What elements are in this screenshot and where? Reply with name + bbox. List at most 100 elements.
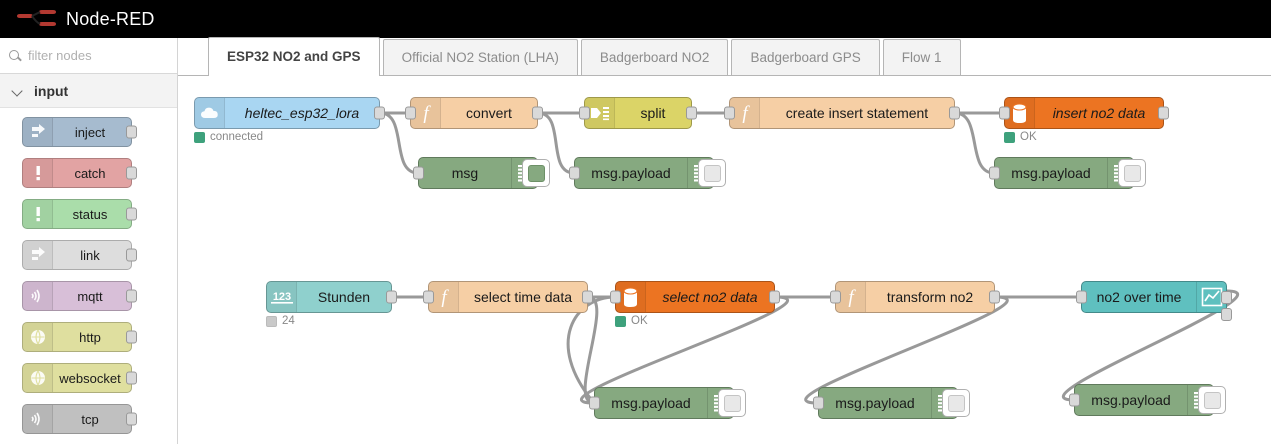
link-arrow-icon xyxy=(23,241,53,269)
node-input-port[interactable] xyxy=(610,290,621,304)
palette-item-list: inject catch status link mqtt http websocket tc… xyxy=(0,108,177,434)
node-input-port[interactable] xyxy=(989,166,1000,180)
number-123-icon: 123 xyxy=(267,282,297,312)
debug-enable-toggle[interactable] xyxy=(942,389,970,417)
flow-node-dbg_msg[interactable]: msg xyxy=(413,157,550,189)
tab-official-no2-station-lha[interactable]: Official NO2 Station (LHA) xyxy=(382,39,578,75)
node-label: Stunden xyxy=(317,289,371,305)
node-label: no2 over time xyxy=(1096,289,1182,305)
database-icon xyxy=(616,282,646,312)
node-input-port[interactable] xyxy=(830,290,841,304)
node-input-port[interactable] xyxy=(405,106,416,120)
node-output-port[interactable] xyxy=(949,106,960,120)
svg-text:123: 123 xyxy=(272,291,290,303)
node-output-port[interactable] xyxy=(1221,308,1232,321)
filter-nodes-input[interactable] xyxy=(28,48,168,63)
flow-node-mqtt_in[interactable]: heltec_esp32_lora xyxy=(194,97,385,129)
node-label: create insert statement xyxy=(785,105,929,121)
node-input-port[interactable] xyxy=(579,106,590,120)
palette-item-tcp[interactable]: tcp xyxy=(22,404,137,434)
status-text: connected xyxy=(210,131,264,143)
broadcast-icon xyxy=(23,282,53,310)
svg-text:f: f xyxy=(441,287,449,308)
tab-badgerboard-gps[interactable]: Badgerboard GPS xyxy=(731,39,880,75)
node-label: insert no2 data xyxy=(1052,105,1146,121)
globe-icon xyxy=(23,364,53,392)
debug-enable-toggle[interactable] xyxy=(1198,386,1226,414)
inject-arrow-icon xyxy=(23,118,53,146)
palette-item-output-port xyxy=(126,330,137,344)
debug-enable-toggle[interactable] xyxy=(1118,159,1146,187)
palette-item-output-port xyxy=(126,248,137,262)
flow-node-split[interactable]: split xyxy=(579,97,697,129)
node-status: 24 xyxy=(266,315,295,327)
palette-category-input[interactable]: input xyxy=(0,74,177,108)
debug-enable-toggle[interactable] xyxy=(522,159,550,187)
flow-node-dbg_1[interactable]: msg.payload xyxy=(569,157,726,189)
node-label: msg xyxy=(451,165,479,181)
node-input-port[interactable] xyxy=(1069,393,1080,407)
flow-node-chart[interactable]: no2 over time xyxy=(1076,281,1232,321)
flow-node-dbg_2[interactable]: msg.payload xyxy=(989,157,1146,189)
node-input-port[interactable] xyxy=(813,396,824,410)
node-output-port[interactable] xyxy=(769,290,780,304)
wire[interactable] xyxy=(954,111,995,175)
palette-item-status[interactable]: status xyxy=(22,199,137,229)
node-output-port[interactable] xyxy=(386,290,397,304)
node-label: convert xyxy=(466,105,512,121)
svg-text:f: f xyxy=(848,287,856,308)
debug-enable-toggle[interactable] xyxy=(698,159,726,187)
node-output-port[interactable] xyxy=(1158,106,1169,120)
status-dot xyxy=(615,315,626,327)
node-input-port[interactable] xyxy=(423,290,434,304)
node-input-port[interactable] xyxy=(589,396,600,410)
node-output-port[interactable] xyxy=(374,106,385,120)
palette-item-output-port xyxy=(126,412,137,426)
search-icon xyxy=(8,49,22,63)
node-status: connected xyxy=(194,131,263,143)
palette-item-catch[interactable]: catch xyxy=(22,158,137,188)
node-output-port[interactable] xyxy=(1221,291,1232,304)
node-status: OK xyxy=(615,315,648,327)
exclamation-icon xyxy=(23,200,53,228)
node-label: split xyxy=(640,105,666,121)
tab-label: Official NO2 Station (LHA) xyxy=(401,50,559,65)
tab-flow-1[interactable]: Flow 1 xyxy=(882,39,961,75)
flow-node-dbg_5[interactable]: msg.payload xyxy=(1069,384,1226,416)
node-output-port[interactable] xyxy=(532,106,543,120)
node-input-port[interactable] xyxy=(569,166,580,180)
status-text: OK xyxy=(1020,131,1037,143)
palette-item-link[interactable]: link xyxy=(22,240,137,270)
app-header: Node-RED xyxy=(0,0,1271,38)
palette-item-websocket[interactable]: websocket xyxy=(22,363,137,393)
flow-node-db_ins[interactable]: insert no2 data xyxy=(999,97,1169,129)
flow-node-db_sel[interactable]: select no2 data xyxy=(610,281,780,313)
debug-enable-toggle[interactable] xyxy=(718,389,746,417)
flow-node-stunden[interactable]: 123 Stunden xyxy=(266,281,397,313)
flow-node-dbg_4[interactable]: msg.payload xyxy=(813,387,970,419)
palette-item-http[interactable]: http xyxy=(22,322,137,352)
palette-item-output-port xyxy=(126,371,137,385)
node-label: msg.payload xyxy=(611,395,691,411)
tab-esp32-no2-and-gps[interactable]: ESP32 NO2 and GPS xyxy=(208,37,380,76)
node-input-port[interactable] xyxy=(1076,290,1087,304)
node-output-port[interactable] xyxy=(989,290,1000,304)
node-input-port[interactable] xyxy=(724,106,735,120)
palette-item-output-port xyxy=(126,289,137,303)
tab-badgerboard-no2[interactable]: Badgerboard NO2 xyxy=(580,39,729,75)
node-input-port[interactable] xyxy=(999,106,1010,120)
flow-node-dbg_3[interactable]: msg.payload xyxy=(589,387,746,419)
node-input-port[interactable] xyxy=(413,166,424,180)
palette-item-inject[interactable]: inject xyxy=(22,117,137,147)
function-icon: f xyxy=(429,282,459,312)
node-output-port[interactable] xyxy=(686,106,697,120)
palette-item-mqtt[interactable]: mqtt xyxy=(22,281,137,311)
palette-item-label: mqtt xyxy=(77,288,103,304)
exclamation-icon xyxy=(23,159,53,187)
node-output-port[interactable] xyxy=(582,290,593,304)
